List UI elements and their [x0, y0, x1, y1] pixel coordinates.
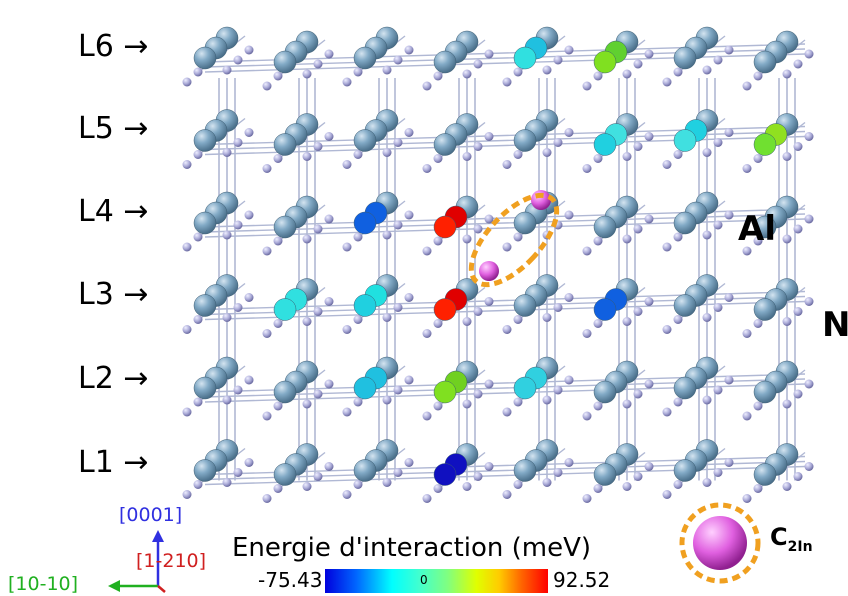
colorbar-zero: 0 [420, 573, 428, 587]
axis-label-0001: [0001] [119, 504, 183, 526]
axis-triad [108, 530, 166, 593]
c2in-legend-marker [679, 502, 761, 584]
colored-atoms [273, 36, 788, 486]
colorbar-gradient [325, 569, 548, 593]
axis-label-1-210: [1-210] [136, 550, 207, 572]
layer-label-l6: L6 → [78, 29, 149, 64]
defect-highlight-ring [468, 192, 560, 288]
bond-network [198, 35, 806, 490]
colorbar-title: Energie d'interaction (meV) [232, 533, 592, 563]
al-atom-label: Al [738, 209, 776, 249]
layer-label-l4: L4 → [78, 194, 149, 229]
c2in-label: C2In [770, 523, 813, 555]
n-atom-label: N [822, 305, 848, 345]
colorbar-max: 92.52 [553, 568, 611, 592]
colorbar-min: -75.43 [258, 568, 323, 592]
atom-layer [182, 26, 814, 503]
layer-label-l3: L3 → [78, 277, 149, 312]
layer-label-l5: L5 → [78, 111, 149, 146]
axis-label-10-10: [10-10] [8, 573, 79, 595]
layer-label-l2: L2 → [78, 361, 149, 396]
layer-label-l1: L1 → [78, 445, 149, 480]
